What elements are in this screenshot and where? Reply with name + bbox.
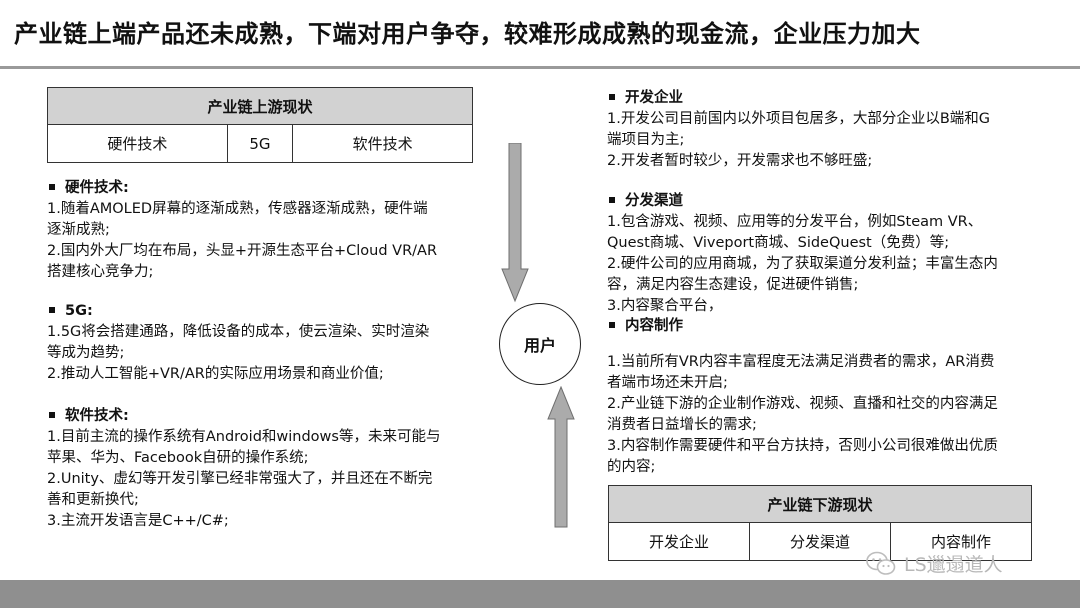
content-line: 消费者日益增长的需求; xyxy=(607,417,757,433)
content-line: 3.内容制作需要硬件和平台方扶持，否则小公司很难做出优质 xyxy=(607,438,998,454)
hardware-line: 搭建核心竞争力; xyxy=(47,264,154,280)
square-bullet-icon xyxy=(49,412,55,418)
fiveg-line: 2.推动人工智能+VR/AR的实际应用场景和商业价值; xyxy=(47,366,384,382)
fiveg-section: 5G: 1.5G将会搭建通路，降低设备的成本，使云渲染、实时渲染 等成为趋势; … xyxy=(47,301,429,385)
software-heading: 软件技术: xyxy=(47,406,440,427)
upstream-cell-software: 软件技术 xyxy=(292,124,473,163)
developers-line: 1.开发公司目前国内以外项目包居多，大部分企业以B端和G xyxy=(607,111,991,127)
distribution-line: 1.包含游戏、视频、应用等的分发平台，例如Steam VR、 xyxy=(607,214,983,230)
slide-title: 产业链上端产品还未成熟，下端对用户争夺，较难形成成熟的现金流，企业压力加大 xyxy=(14,20,921,48)
downstream-cell-distribution: 分发渠道 xyxy=(749,522,891,561)
square-bullet-icon xyxy=(609,94,615,100)
software-line: 1.目前主流的操作系统有Android和windows等，未来可能与 xyxy=(47,429,441,445)
content-section: 内容制作 1.当前所有VR内容丰富程度无法满足消费者的需求，AR消费 者端市场还… xyxy=(607,316,998,478)
watermark-text: LS邋遢道人 xyxy=(904,554,1003,576)
downstream-cell-developers: 开发企业 xyxy=(608,522,750,561)
watermark: LS邋遢道人 xyxy=(866,550,1003,577)
upstream-cell-5g: 5G xyxy=(226,124,294,163)
software-line: 善和更新换代; xyxy=(47,492,139,508)
square-bullet-icon xyxy=(49,307,55,313)
content-line: 2.产业链下游的企业制作游戏、视频、直播和社交的内容满足 xyxy=(607,396,998,412)
fiveg-heading: 5G: xyxy=(47,301,429,322)
user-circle: 用户 xyxy=(499,303,581,385)
upstream-status-table: 产业链上游现状 硬件技术 5G 软件技术 xyxy=(47,87,473,163)
developers-line: 端项目为主; xyxy=(607,132,685,148)
distribution-line: 3.内容聚合平台， xyxy=(607,298,723,314)
distribution-line: Quest商城、Viveport商城、SideQuest（免费）等; xyxy=(607,235,950,251)
up-arrow-icon xyxy=(547,386,575,528)
software-line: 苹果、华为、Facebook自研的操作系统; xyxy=(47,450,309,466)
hardware-line: 2.国内外大厂均在布局，头显+开源生态平台+Cloud VR/AR xyxy=(47,243,438,259)
upstream-cell-hardware: 硬件技术 xyxy=(47,124,228,163)
fiveg-line: 等成为趋势; xyxy=(47,345,125,361)
distribution-heading: 分发渠道 xyxy=(607,191,998,212)
distribution-line: 2.硬件公司的应用商城，为了获取渠道分发利益；丰富生态内 xyxy=(607,256,998,272)
hardware-line: 逐渐成熟; xyxy=(47,222,110,238)
distribution-section: 分发渠道 1.包含游戏、视频、应用等的分发平台，例如Steam VR、 Ques… xyxy=(607,191,998,317)
downstream-status-table: 产业链下游现状 开发企业 分发渠道 内容制作 xyxy=(608,485,1032,561)
content-line: 的内容; xyxy=(607,459,656,475)
distribution-line: 容，满足内容生态建设，促进硬件销售; xyxy=(607,277,859,293)
wechat-icon xyxy=(866,551,896,575)
square-bullet-icon xyxy=(609,197,615,203)
downstream-table-header: 产业链下游现状 xyxy=(608,485,1032,523)
down-arrow-icon xyxy=(501,143,529,303)
fiveg-line: 1.5G将会搭建通路，降低设备的成本，使云渲染、实时渲染 xyxy=(47,324,430,340)
content-line: 者端市场还未开启; xyxy=(607,375,728,391)
square-bullet-icon xyxy=(609,322,615,328)
developers-heading: 开发企业 xyxy=(607,88,990,109)
developers-line: 2.开发者暂时较少，开发需求也不够旺盛; xyxy=(607,153,873,169)
software-section: 软件技术: 1.目前主流的操作系统有Android和windows等，未来可能与… xyxy=(47,406,440,532)
hardware-line: 1.随着AMOLED屏幕的逐渐成熟，传感器逐渐成熟，硬件端 xyxy=(47,201,428,217)
hardware-heading: 硬件技术: xyxy=(47,178,437,199)
content-line: 1.当前所有VR内容丰富程度无法满足消费者的需求，AR消费 xyxy=(607,354,995,370)
title-divider xyxy=(0,66,1080,69)
upstream-table-header: 产业链上游现状 xyxy=(47,87,473,125)
hardware-section: 硬件技术: 1.随着AMOLED屏幕的逐渐成熟，传感器逐渐成熟，硬件端 逐渐成熟… xyxy=(47,178,437,283)
square-bullet-icon xyxy=(49,184,55,190)
downstream-cell-content: 内容制作 xyxy=(890,522,1032,561)
user-circle-label: 用户 xyxy=(523,336,556,355)
developers-section: 开发企业 1.开发公司目前国内以外项目包居多，大部分企业以B端和G 端项目为主;… xyxy=(607,88,990,172)
software-line: 2.Unity、虚幻等开发引擎已经非常强大了，并且还在不断完 xyxy=(47,471,433,487)
content-heading: 内容制作 xyxy=(607,316,998,337)
footer-band xyxy=(0,580,1080,608)
software-line: 3.主流开发语言是C++/C#; xyxy=(47,513,229,529)
